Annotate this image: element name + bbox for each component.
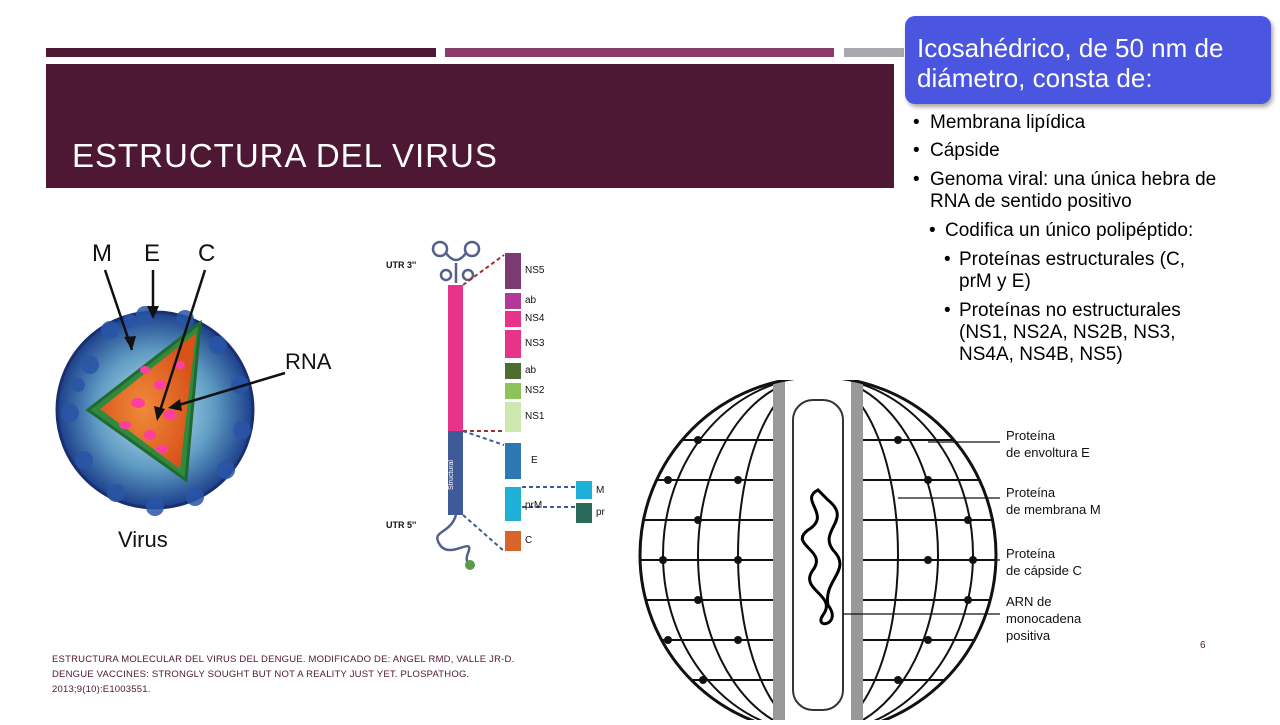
bullet-capside: Cápside (930, 140, 1000, 161)
bullet-marker-6: • (944, 300, 951, 321)
segment-prm: prM (525, 500, 543, 511)
segment-ns4: NS4 (525, 313, 545, 324)
sphere-label-membrana-1: Proteína (1006, 485, 1056, 500)
virus-label-e: E (144, 240, 161, 267)
bullet-estructurales-line1: Proteínas estructurales (C, (959, 249, 1185, 270)
slide-title: ESTRUCTURA DEL VIRUS (72, 137, 498, 174)
genome-structural-label: Structural (447, 460, 455, 490)
segment-ns3: NS3 (525, 338, 545, 349)
bullet-no-estructurales-line1: Proteínas no estructurales (959, 300, 1181, 321)
info-box-line2: diámetro, consta de: (917, 63, 1153, 93)
virus-illustration: M E C RNA Virus (50, 235, 350, 565)
genome-nonstructural-label: No-structural (438, 334, 446, 376)
reference-line2: DENGUE VACCINES: STRONGLY SOUGHT BUT NOT… (52, 669, 470, 680)
bullet-membrana: Membrana lipídica (930, 112, 1086, 133)
page-number: 6 (1200, 640, 1206, 651)
sphere-label-envoltura-1: Proteína (1006, 428, 1056, 443)
sphere-label-envoltura-2: de envoltura E (1006, 445, 1090, 460)
accent-bar-dark (46, 48, 436, 57)
virus-label-m: M (92, 240, 112, 267)
segment-ns1: NS1 (525, 411, 545, 422)
leader-lines (628, 380, 1148, 720)
genome-utr5-label: UTR 5'' (386, 520, 417, 530)
genome-diagram: UTR 3'' UTR 5'' No-structural Structural… (380, 235, 620, 575)
sphere-label-membrana-2: de membrana M (1006, 502, 1101, 517)
segment-e: E (531, 455, 538, 466)
virus-illustration-svg (55, 269, 286, 516)
accent-bar-mid (445, 48, 834, 57)
segment-pr: pr (596, 507, 605, 518)
genome-diagram-svg (431, 240, 592, 570)
virus-caption: Virus (118, 527, 168, 552)
sphere-label-capside-1: Proteína (1006, 546, 1056, 561)
virion-cross-section: Proteína de envoltura E Proteína de memb… (628, 375, 1148, 725)
title-band (46, 64, 894, 188)
bullet-codifica: Codifica un único polipéptido: (945, 220, 1194, 241)
info-box-line1: Icosahédrico, de 50 nm de (917, 33, 1224, 63)
bullet-no-estructurales-line2: (NS1, NS2A, NS2B, NS3, (959, 322, 1176, 343)
genome-utr3-label: UTR 3'' (386, 260, 417, 270)
bullet-marker-3: • (913, 169, 920, 190)
sphere-label-arn-1: ARN de (1006, 594, 1052, 609)
leader-lines-svg (843, 441, 1000, 615)
segment-ab-1: ab (525, 295, 537, 306)
bullet-genoma-line1: Genoma viral: una única hebra de (930, 169, 1217, 190)
virus-label-c: C (198, 240, 216, 267)
segment-ns2: NS2 (525, 385, 545, 396)
virus-label-rna: RNA (285, 349, 332, 374)
segment-ab-2: ab (525, 365, 537, 376)
bullet-marker-5: • (944, 249, 951, 270)
bullet-no-estructurales-line3: NS4A, NS4B, NS5) (959, 344, 1123, 365)
sphere-label-arn-2: monocadena (1006, 611, 1082, 626)
segment-c: C (525, 535, 533, 546)
bullet-marker-4: • (929, 220, 936, 241)
reference-line3: 2013;9(10):E1003551. (52, 684, 151, 695)
bullet-estructurales-line2: prM y E) (959, 271, 1031, 292)
segment-ns5: NS5 (525, 265, 545, 276)
reference-line1: ESTRUCTURA MOLECULAR DEL VIRUS DEL DENGU… (52, 654, 515, 665)
sphere-label-capside-2: de cápside C (1006, 563, 1082, 578)
bullet-genoma-line2: RNA de sentido positivo (930, 191, 1132, 212)
sphere-label-arn-3: positiva (1006, 628, 1051, 643)
info-box (905, 16, 1271, 104)
bullet-marker-2: • (913, 140, 920, 161)
bullet-marker-1: • (913, 112, 920, 133)
segment-m: M (596, 485, 605, 496)
accent-bar-grey (844, 48, 904, 57)
